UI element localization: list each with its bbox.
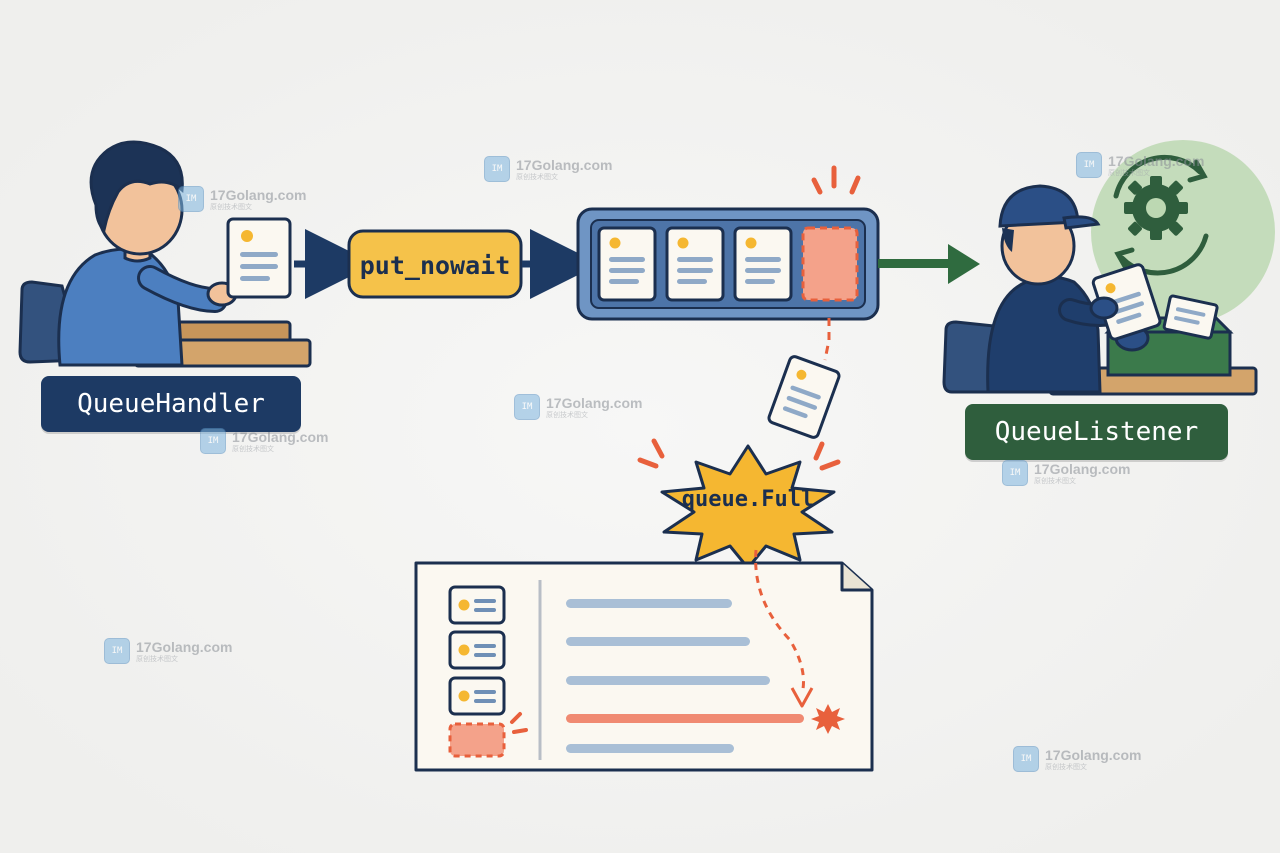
log-entry-dropped <box>448 722 506 758</box>
handler-person-illustration <box>18 140 312 368</box>
alert-burst-marks <box>811 165 861 195</box>
log-line-1 <box>566 599 732 608</box>
queue-slot-1 <box>597 226 657 302</box>
log-line-error <box>566 714 804 723</box>
drop-dashed-line <box>823 318 831 361</box>
log-entry-icon-1 <box>448 585 506 625</box>
queue-full-text: queue.Full <box>682 487 814 512</box>
put-nowait-text: put_nowait <box>360 251 511 280</box>
log-entry-icon-2 <box>448 630 506 670</box>
dashed-arrow-head <box>790 687 814 708</box>
queue-container <box>576 207 880 321</box>
log-line-3 <box>566 676 770 685</box>
log-line-2 <box>566 637 750 646</box>
listener-document-icon <box>1091 263 1162 341</box>
queue-slot-full <box>801 226 859 302</box>
queue-slot-3 <box>733 226 793 302</box>
queue-slot-2 <box>665 226 725 302</box>
error-burst-icon <box>811 704 845 734</box>
log-entry-icon-3 <box>448 676 506 716</box>
listener-person-illustration <box>942 140 1275 396</box>
document-icon <box>226 217 292 299</box>
log-document <box>414 561 874 772</box>
log-line-5 <box>566 744 734 753</box>
dropped-document-icon <box>767 355 841 439</box>
dropped-entry-marks <box>510 712 528 734</box>
gear-icon <box>1124 176 1188 240</box>
full-to-log-dashed-arrow <box>754 549 805 695</box>
queue-listener-label: QueueListener <box>965 404 1228 460</box>
put-nowait-pill <box>347 229 523 299</box>
queue-handler-label: QueueHandler <box>41 376 301 432</box>
arrow-queue-to-listener <box>878 244 980 284</box>
